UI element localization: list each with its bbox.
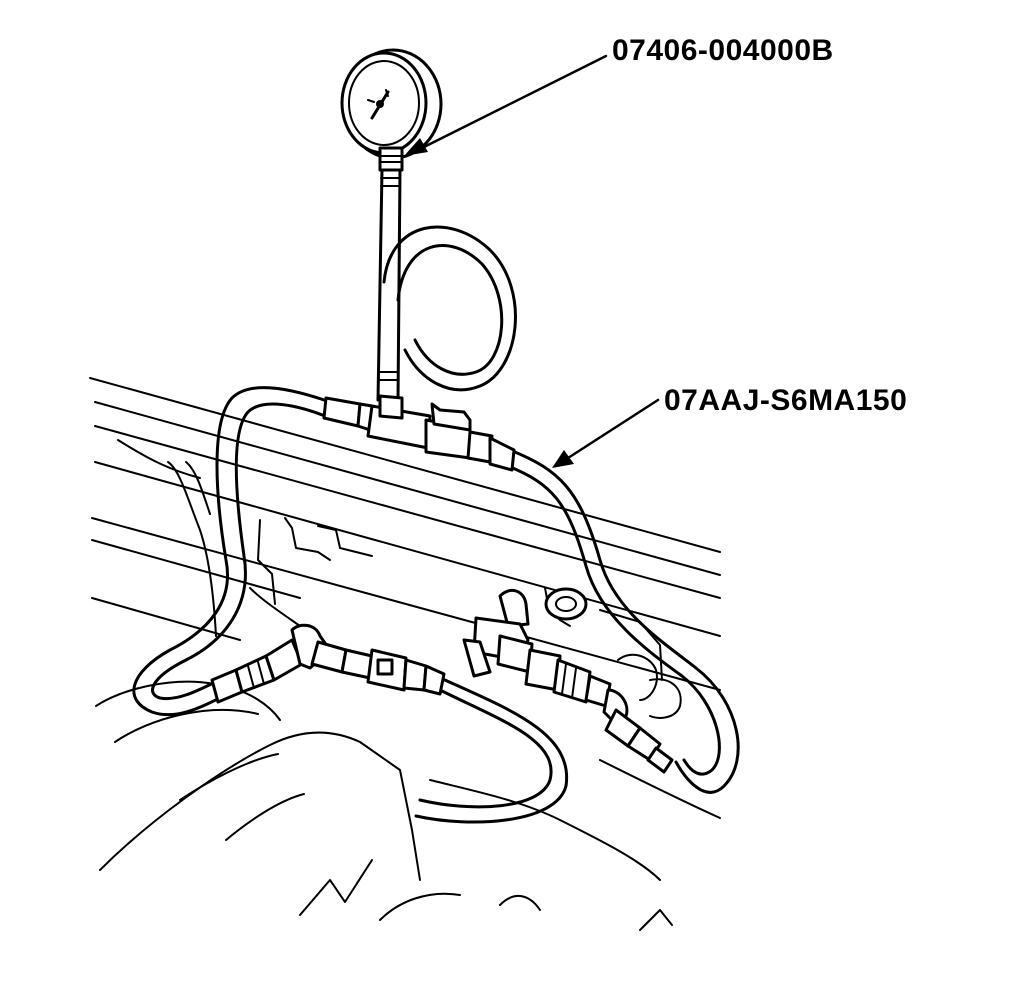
hose-leader-line <box>566 398 660 460</box>
engine-background <box>89 377 721 931</box>
engine-outline-line <box>89 377 721 553</box>
engine-cover-edge <box>225 793 305 841</box>
manifold-edge <box>167 461 217 637</box>
hose-end-ferrule <box>646 746 674 774</box>
gauge-hose <box>376 168 402 402</box>
engine-cover-edge <box>95 680 281 721</box>
lower-left-fittings <box>210 623 446 704</box>
fitting-threads <box>561 663 577 699</box>
hose-tool-callout: 07AAJ-S6MA150 <box>664 384 908 417</box>
valve-handle <box>430 402 472 432</box>
engine-outline-line <box>94 461 721 637</box>
engine-cover-edge <box>179 753 279 801</box>
fuel-rail-bracket <box>649 678 682 719</box>
fuel-rail-bracket <box>617 653 658 701</box>
gauge-hose-tube <box>376 168 402 402</box>
gauge-tool-callout: 07406-004000B <box>612 34 834 67</box>
engine-cover-edge <box>599 759 721 819</box>
gauge-fitting <box>378 146 404 172</box>
regulator-elbow <box>498 588 530 628</box>
manifold-edge <box>284 517 331 561</box>
tee-stem <box>378 394 404 420</box>
fuel-pressure-hose <box>132 386 740 824</box>
right-fittings <box>462 588 674 774</box>
quick-disconnect-latch <box>462 638 492 678</box>
fuel-rail-edge <box>599 609 663 681</box>
engine-cover-edge <box>99 731 421 881</box>
engine-cover-edge <box>499 895 541 911</box>
engine-outline-line <box>94 425 721 599</box>
hose-coil <box>382 225 517 392</box>
adapter-nut <box>310 640 348 674</box>
gauge-fitting-threads <box>379 155 403 163</box>
engine-outline-line <box>91 539 301 599</box>
hose-arrowhead <box>552 450 574 468</box>
engine-cover-edge <box>639 909 673 931</box>
engine-outline-line <box>94 401 721 576</box>
hose-left-outer <box>132 386 332 717</box>
gauge-dial-ring <box>348 60 420 146</box>
tee-left-ferrule <box>322 396 362 428</box>
gauge-face <box>340 51 428 155</box>
hose-end-ferrule <box>422 664 446 696</box>
fitting-threads <box>247 661 265 689</box>
hose-left-inner <box>151 402 332 701</box>
leader-arrows <box>404 54 660 468</box>
gauge-arrowhead <box>404 138 428 156</box>
engine-cover-edge <box>299 859 373 916</box>
engine-cover-edge <box>379 892 461 921</box>
engine-outline-line <box>91 517 721 691</box>
tee-right-ferrule <box>488 436 516 472</box>
manifold-edge <box>257 519 276 605</box>
engine-outline-line <box>117 439 201 479</box>
fuel-rail-port-inner <box>555 596 577 612</box>
gauge-tick-marks <box>367 89 389 103</box>
hose-lower-inner <box>414 674 569 824</box>
adapter-body <box>340 648 374 680</box>
manifold-edge <box>249 587 301 627</box>
engine-outline-line <box>91 597 241 641</box>
hose-coil-outer <box>382 225 517 392</box>
manifold-edge <box>317 525 373 557</box>
engine-cover-edge <box>429 779 661 881</box>
hose-right-outer <box>508 448 740 794</box>
gauge-leader-line <box>420 54 608 150</box>
hose-coil-inner <box>396 244 504 376</box>
gauge-hose-band <box>380 177 400 187</box>
tee-right-nut <box>466 430 494 464</box>
hose-right-inner <box>506 464 721 776</box>
gauge-hose-band <box>377 371 399 381</box>
pressure-gauge <box>340 48 443 172</box>
tee-fitting <box>322 394 516 472</box>
engine-cover-edge <box>114 708 259 743</box>
hose-lower-outer <box>418 688 553 809</box>
union-nut <box>402 658 428 692</box>
gauge-needle-pivot <box>376 100 384 108</box>
manifold-edge <box>185 461 211 515</box>
union-window <box>376 658 394 676</box>
